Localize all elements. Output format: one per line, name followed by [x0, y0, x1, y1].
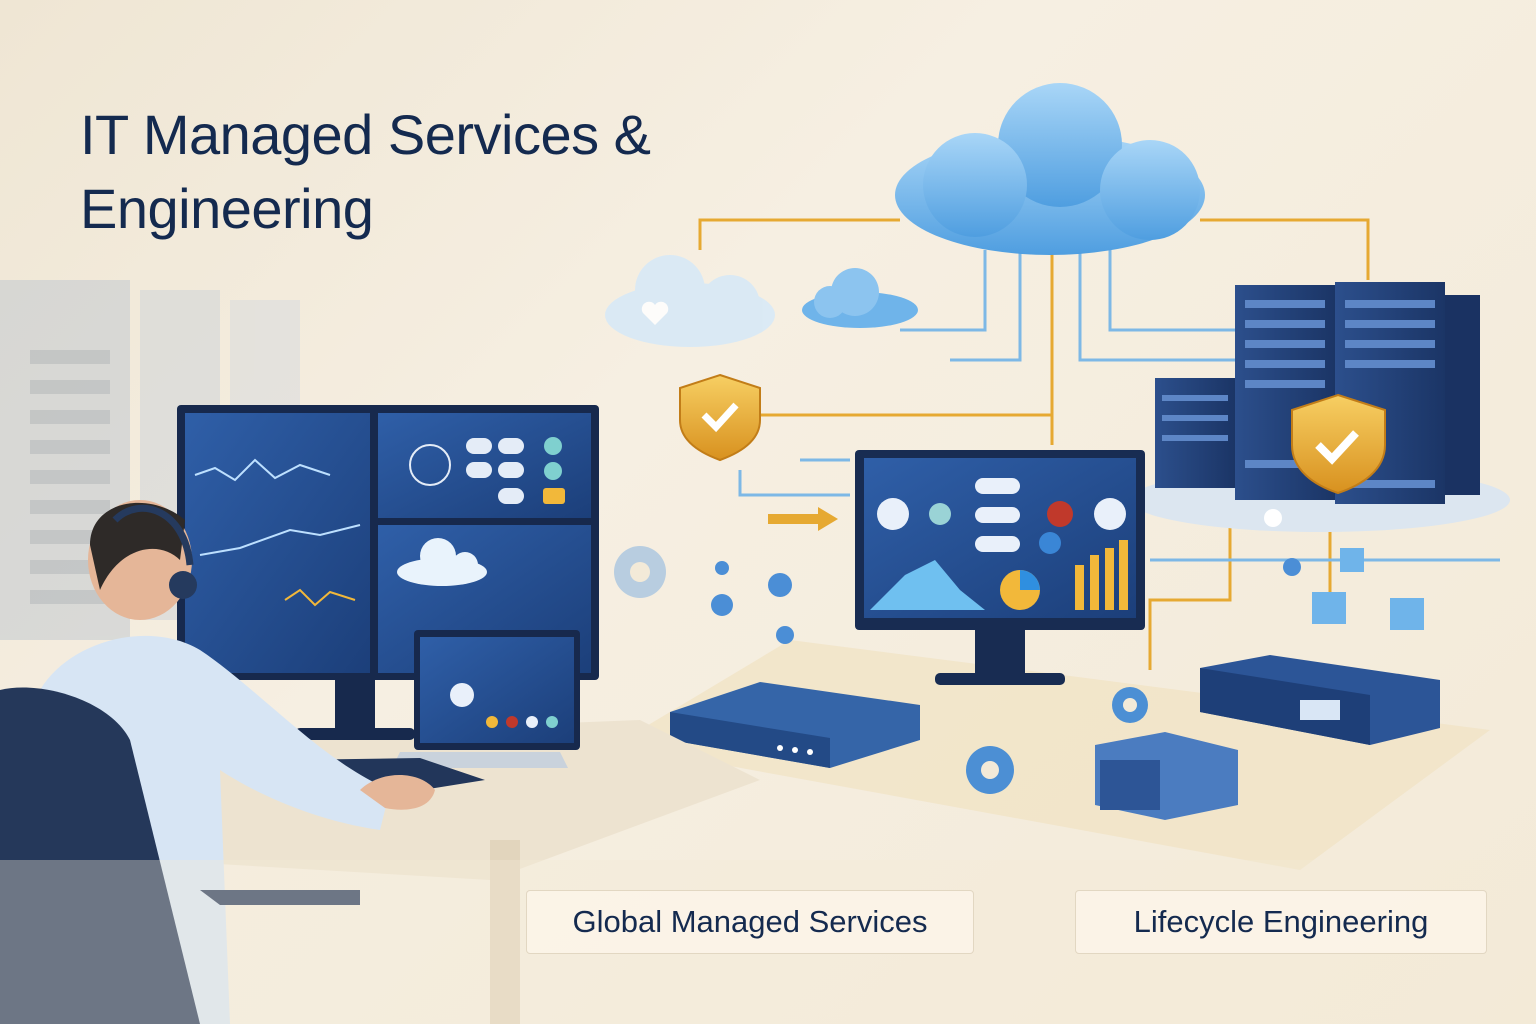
small-cloud-heart-icon	[605, 255, 775, 347]
global-managed-services-label: Global Managed Services	[526, 890, 974, 954]
gear-icon	[614, 546, 666, 598]
cloud-icon	[397, 538, 487, 586]
small-cloud-icon	[802, 268, 918, 328]
lifecycle-engineering-label: Lifecycle Engineering	[1075, 890, 1487, 954]
laptop	[392, 630, 580, 768]
cloud-icon	[895, 83, 1205, 255]
title-line-1: IT Managed Services &	[80, 103, 651, 166]
network-switch	[670, 682, 920, 768]
server-rack-cluster	[1130, 282, 1510, 532]
network-appliance	[1200, 655, 1440, 745]
network-nodes	[711, 509, 1301, 644]
gear-icon	[1112, 687, 1148, 723]
gear-icon	[966, 746, 1014, 794]
page-title: IT Managed Services & Engineering	[80, 98, 651, 246]
central-monitor	[855, 450, 1145, 685]
monitoring-dual-monitor	[177, 405, 599, 740]
cube-icons	[1312, 548, 1424, 630]
storage-server	[1095, 732, 1238, 820]
title-line-2: Engineering	[80, 177, 374, 240]
arrow-icon	[768, 507, 838, 531]
security-shield-icon	[679, 373, 761, 462]
network-connections	[698, 218, 1500, 670]
security-shield-icon	[1291, 393, 1386, 495]
office-chair	[0, 687, 360, 1024]
